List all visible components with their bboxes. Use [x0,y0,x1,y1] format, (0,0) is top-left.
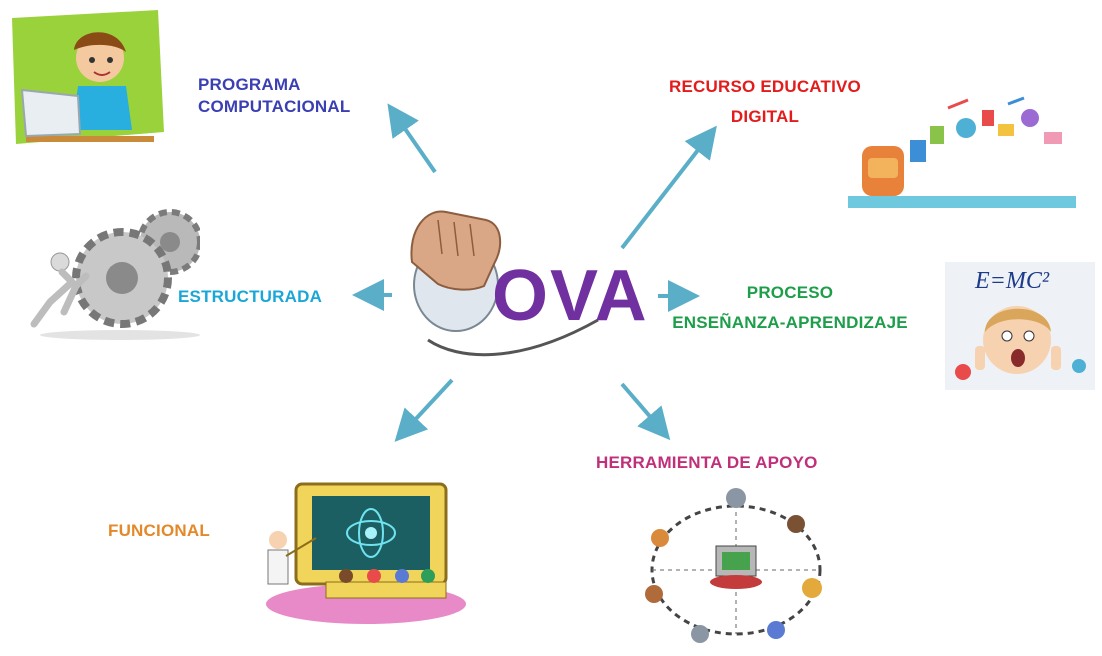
programa-line2: COMPUTACIONAL [198,97,351,116]
arrow-to-herramienta [620,382,671,441]
proceso-label: PROCESO ENSEÑANZA-APRENDIZAJE [650,282,930,334]
recurso-line1: RECURSO EDUCATIVO [669,77,861,96]
network-of-people-image [636,484,836,652]
figure-pushing-gears-image [10,200,200,340]
funcional-label: FUNCIONAL [108,521,210,540]
arrow-to-funcional [394,378,454,442]
teacher-computer-classroom-image [256,478,466,628]
child-at-laptop-image [8,8,168,145]
arrow-to-programa [387,103,437,174]
recurso-label: RECURSO EDUCATIVO DIGITAL [640,76,890,128]
school-supplies-backpack-image [848,96,1076,210]
estructurada-label: ESTRUCTURADA [178,287,323,306]
arrow-to-recurso [620,125,717,250]
hand-mouse-icon [398,190,608,365]
programa-label: PROGRAMA COMPUTACIONAL [198,74,350,118]
surprised-child-emc2-image: E=MC² [945,262,1095,390]
center-title: OVA [492,256,649,336]
programa-line1: PROGRAMA [198,75,301,94]
formula-text: E=MC² [974,268,1050,294]
proceso-line2: ENSEÑANZA-APRENDIZAJE [672,313,908,332]
recurso-line2: DIGITAL [730,107,800,126]
proceso-line1: PROCESO [746,283,834,302]
herramienta-label: HERRAMIENTA DE APOYO [596,453,818,472]
